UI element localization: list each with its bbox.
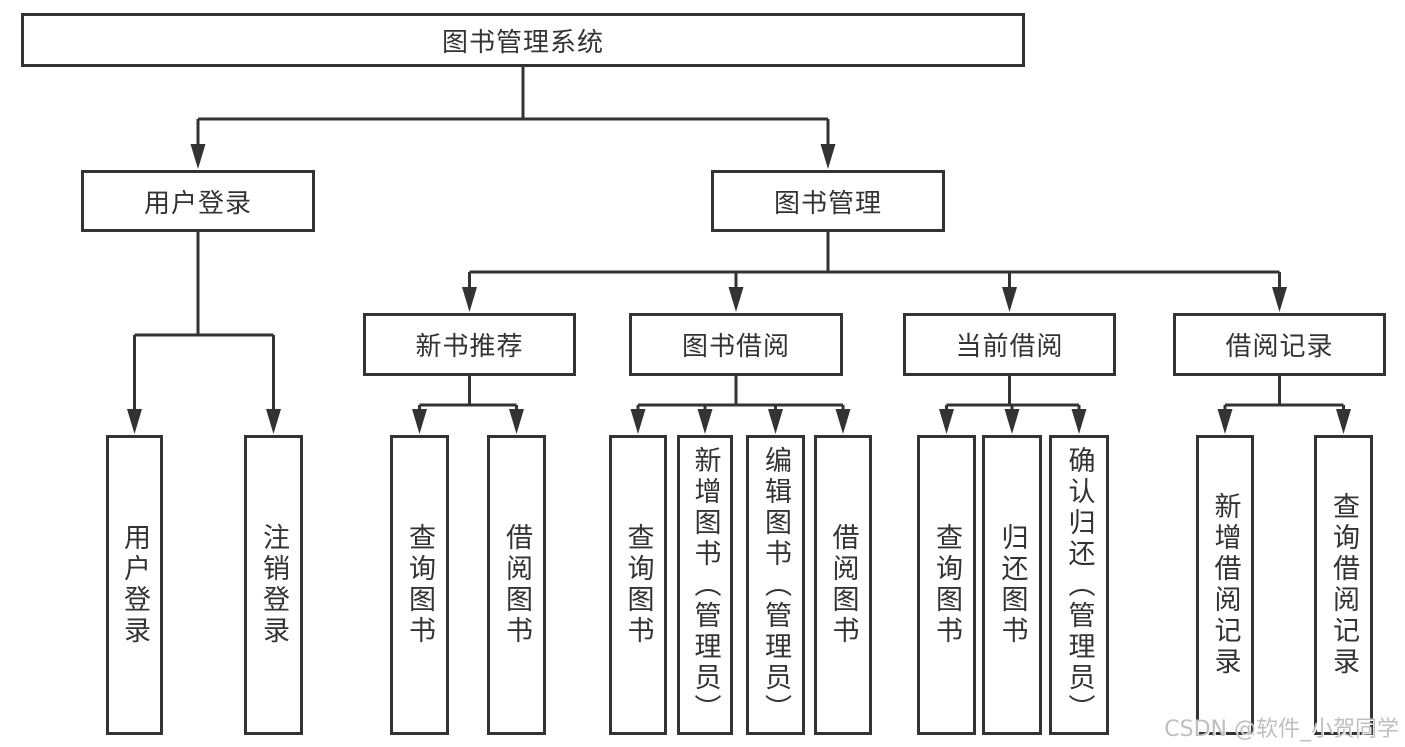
leaf-label: 查询图书	[931, 523, 962, 647]
leaf-return-books: 归还图书	[982, 435, 1042, 735]
node-current-borrow: 当前借阅	[903, 313, 1116, 376]
arrowhead-icons	[127, 144, 1351, 434]
leaf-label: 查询借阅记录	[1328, 492, 1359, 678]
leaf-query-books-current: 查询图书	[917, 435, 976, 735]
leaf-logout: 注销登录	[244, 435, 303, 735]
leaf-query-borrow-record: 查询借阅记录	[1314, 435, 1373, 735]
node-book-borrow: 图书借阅	[629, 313, 843, 376]
leaf-edit-book-admin: 编辑图书（管理员）	[746, 435, 805, 735]
watermark: CSDN @软件_小贺同学	[1164, 717, 1399, 742]
node-new-book-recommend: 新书推荐	[363, 313, 576, 376]
leaf-add-book-admin: 新增图书（管理员）	[677, 435, 733, 735]
leaf-borrow-books-recommend: 借阅图书	[487, 435, 546, 735]
leaf-add-borrow-record: 新增借阅记录	[1196, 435, 1254, 735]
leaf-query-books-recommend: 查询图书	[390, 435, 449, 735]
leaf-label: 确认归还（管理员）	[1063, 445, 1095, 725]
leaf-label: 新增图书（管理员）	[689, 445, 721, 725]
leaf-label: 注销登录	[258, 523, 289, 647]
leaf-label: 归还图书	[996, 523, 1028, 647]
leaf-label: 查询图书	[622, 523, 654, 647]
node-borrow-records: 借阅记录	[1173, 313, 1386, 376]
node-book-management: 图书管理	[711, 170, 945, 232]
node-system-root: 图书管理系统	[21, 13, 1025, 67]
leaf-query-books-borrow: 查询图书	[609, 435, 667, 735]
leaf-user-login: 用户登录	[106, 435, 163, 735]
leaf-label: 用户登录	[119, 523, 150, 647]
leaf-label: 新增借阅记录	[1209, 492, 1241, 678]
leaf-borrow-books-borrow: 借阅图书	[814, 435, 872, 735]
leaf-label: 编辑图书（管理员）	[760, 445, 791, 725]
leaf-label: 查询图书	[404, 523, 435, 647]
leaf-label: 借阅图书	[827, 523, 859, 647]
node-user-login: 用户登录	[81, 170, 315, 232]
leaf-confirm-return-admin: 确认归还（管理员）	[1049, 435, 1109, 735]
leaf-label: 借阅图书	[501, 523, 532, 647]
